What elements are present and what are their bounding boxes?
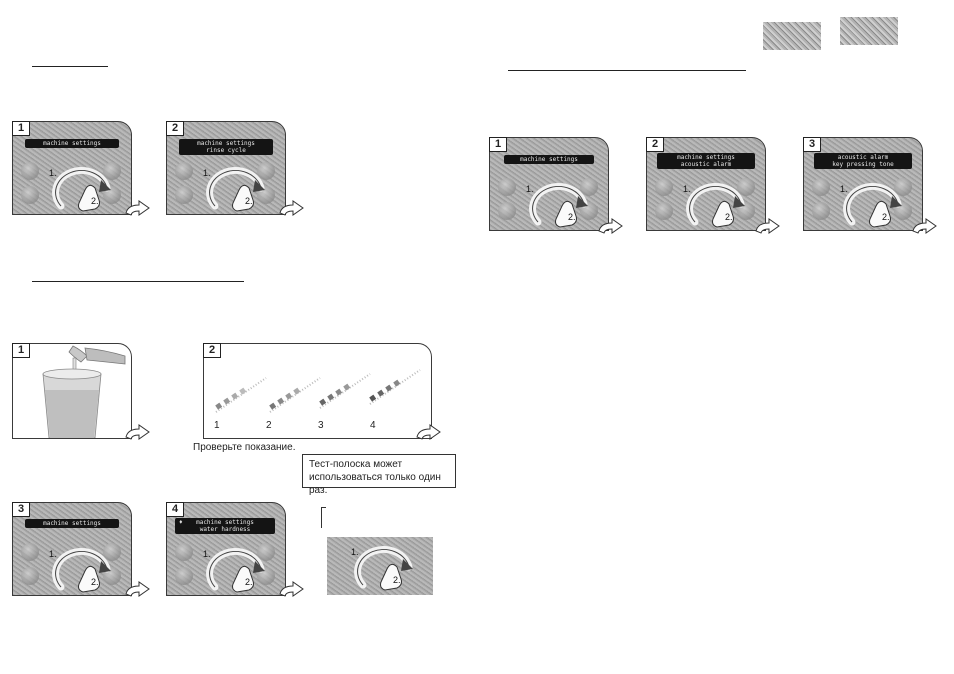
gesture-step-1: 1. — [203, 168, 211, 178]
gesture-step-2: 2. — [568, 212, 576, 222]
rotary-gesture-icon: 1. 2. — [195, 539, 273, 595]
lcd-line: machine settings — [504, 156, 594, 163]
lcd-display: machine settings rinse cycle — [179, 139, 273, 155]
strip-number: 4 — [370, 420, 376, 431]
lcd-display: machine settings — [25, 139, 119, 148]
rotary-gesture-icon: 1. 2. — [518, 174, 596, 230]
single-use-note: Тест-полоска может использоваться только… — [302, 454, 456, 488]
step-number: 1 — [12, 121, 30, 136]
next-arrow-icon — [279, 200, 305, 216]
step-panel: 2 machine settings acoustic alarm 1. 2. — [646, 137, 766, 231]
header-swatch-right — [840, 17, 898, 45]
gesture-step-1: 1. — [203, 549, 211, 559]
step-number: 3 — [12, 502, 30, 517]
lcd-display: machine settings acoustic alarm — [657, 153, 755, 169]
next-arrow-icon — [912, 218, 938, 234]
step-panel: 2 machine settings rinse cycle 1. 2. — [166, 121, 286, 215]
lcd-line: acoustic alarm — [657, 161, 755, 168]
step-panel: 1 machine settings 1. 2. — [489, 137, 609, 231]
lcd-display: ♦ machine settings water hardness — [175, 518, 275, 534]
step-number: 3 — [803, 137, 821, 152]
rotary-gesture-icon: 1. 2. — [41, 539, 119, 595]
step-number: 1 — [12, 343, 30, 358]
lcd-line: water hardness — [175, 526, 275, 533]
next-arrow-icon — [598, 218, 624, 234]
final-step-panel: 1. 2. — [321, 507, 433, 595]
lcd-display: machine settings — [25, 519, 119, 528]
check-reading-caption: Проверьте показание. — [193, 442, 296, 453]
step-panel: 3 acoustic alarm key pressing tone 1. 2. — [803, 137, 923, 231]
lcd-line: machine settings — [657, 154, 755, 161]
rotary-gesture-icon: 1. 2. — [343, 537, 421, 593]
step-panel: 1 machine settings 1. 2. — [12, 121, 132, 215]
gesture-step-1: 1. — [840, 184, 848, 194]
test-strip-result-panel: 2 1 2 3 — [203, 343, 432, 439]
gesture-step-2: 2. — [245, 577, 253, 587]
rotary-gesture-icon: 1. 2. — [832, 174, 910, 230]
strip-number: 2 — [266, 420, 272, 431]
note-line: использоваться только один раз. — [309, 471, 449, 497]
step-number: 2 — [166, 121, 184, 136]
section-rule-water-hardness — [32, 281, 244, 282]
gesture-step-2: 2. — [393, 575, 401, 585]
step-number: 2 — [203, 343, 221, 358]
lcd-line: machine settings — [179, 140, 273, 147]
gesture-step-1: 1. — [49, 168, 57, 178]
gesture-step-2: 2. — [91, 196, 99, 206]
water-glass-illustration — [13, 344, 131, 438]
step-panel: 4 ♦ machine settings water hardness 1. 2… — [166, 502, 286, 596]
lcd-display: machine settings — [504, 155, 594, 164]
step-number: 4 — [166, 502, 184, 517]
next-arrow-icon — [279, 581, 305, 597]
gesture-step-1: 1. — [351, 547, 359, 557]
gesture-step-2: 2. — [245, 196, 253, 206]
next-arrow-icon — [755, 218, 781, 234]
rotary-gesture-icon: 1. 2. — [41, 158, 119, 214]
section-rule-rinse — [32, 66, 108, 67]
step-number: 1 — [489, 137, 507, 152]
next-arrow-icon — [125, 581, 151, 597]
lcd-display: acoustic alarm key pressing tone — [814, 153, 912, 169]
step-number: 2 — [646, 137, 664, 152]
gesture-step-2: 2. — [882, 212, 890, 222]
lcd-line: rinse cycle — [179, 147, 273, 154]
gesture-step-2: 2. — [725, 212, 733, 222]
strip-number: 3 — [318, 420, 324, 431]
lcd-line: machine settings — [25, 520, 119, 527]
section-rule-acoustic — [508, 70, 746, 71]
lcd-line: machine settings — [25, 140, 119, 147]
gesture-step-2: 2. — [91, 577, 99, 587]
note-line: Тест-полоска может — [309, 458, 449, 471]
lcd-line: machine settings — [175, 519, 275, 526]
gesture-step-1: 1. — [526, 184, 534, 194]
step-panel: 3 machine settings 1. 2. — [12, 502, 132, 596]
gesture-step-1: 1. — [49, 549, 57, 559]
rotary-gesture-icon: 1. 2. — [195, 158, 273, 214]
lcd-line: acoustic alarm — [814, 154, 912, 161]
lcd-line: key pressing tone — [814, 161, 912, 168]
next-arrow-icon — [125, 424, 151, 440]
header-swatch-left — [763, 22, 821, 50]
strip-number: 1 — [214, 420, 220, 431]
water-drop-icon: ♦ — [179, 519, 183, 526]
test-strip-dip-panel: 1 — [12, 343, 132, 439]
rotary-gesture-icon: 1. 2. — [675, 174, 753, 230]
gesture-step-1: 1. — [683, 184, 691, 194]
next-arrow-icon — [125, 200, 151, 216]
next-arrow-icon — [416, 424, 442, 440]
